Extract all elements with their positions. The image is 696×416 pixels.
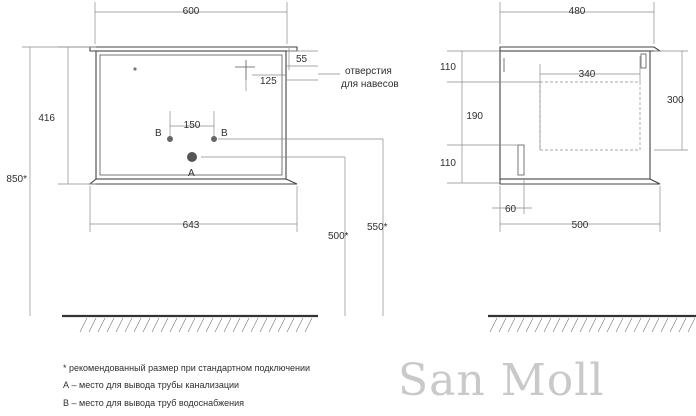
floor-hatch-line	[498, 317, 507, 333]
floor-hatch-line	[142, 317, 151, 333]
floor-hatch-side	[489, 317, 696, 333]
water-pipe-hole-left	[167, 136, 173, 142]
side-view: 480 340 110 190 110 300	[440, 2, 696, 333]
floor-hatch-line	[268, 317, 277, 333]
floor-hatch-line	[196, 317, 205, 333]
dim-front-height-total: 850*	[6, 174, 27, 185]
floor-hatch-line	[277, 317, 286, 333]
floor-hatch-line	[241, 317, 250, 333]
label-a: A	[188, 168, 195, 179]
dim-side-inner-340: 340	[579, 69, 596, 80]
note-drain-pipe: А – место для вывода трубы канализации	[63, 380, 239, 390]
floor-hatch-line	[88, 317, 97, 333]
label-b-left: B	[155, 128, 162, 139]
dim-front-height-body: 416	[38, 113, 55, 124]
floor-hatch-line	[169, 317, 178, 333]
mount-dot	[133, 67, 137, 71]
floor-hatch-line	[205, 317, 214, 333]
notes: * рекомендованный размер при стандартном…	[63, 363, 310, 408]
floor-hatch-line	[97, 317, 106, 333]
floor-hatch-line	[534, 317, 543, 333]
floor-hatch-line	[232, 317, 241, 333]
floor-hatch-line	[489, 317, 498, 333]
floor-hatch-line	[525, 317, 534, 333]
floor-hatch-line	[516, 317, 525, 333]
floor-hatch-line	[115, 317, 124, 333]
label-b-right: B	[221, 128, 228, 139]
floor-hatch-line	[633, 317, 642, 333]
floor-hatch-line	[286, 317, 295, 333]
brand-logo: San Moll	[398, 355, 604, 406]
dim-side-110-top: 110	[440, 62, 456, 73]
dim-side-110-bottom: 110	[440, 158, 456, 169]
floor-hatch-line	[79, 317, 88, 333]
drain-pipe-hole	[187, 152, 197, 162]
dim-side-depth-bottom: 500	[572, 220, 589, 231]
floor-hatch-line	[259, 317, 268, 333]
dim-side-300: 300	[667, 95, 684, 106]
floor-hatch-line	[624, 317, 633, 333]
floor-hatch-line	[579, 317, 588, 333]
floor-hatch-line	[507, 317, 516, 333]
dim-front-width-bottom: 643	[183, 220, 200, 231]
floor-hatch-line	[295, 317, 304, 333]
floor-hatch-line	[187, 317, 196, 333]
dim-side-depth-top: 480	[569, 6, 586, 17]
note-water-pipes: В – место для вывода труб водоснабжения	[63, 398, 244, 408]
floor-hatch-line	[250, 317, 259, 333]
floor-hatch-line	[543, 317, 552, 333]
floor-hatch-line	[552, 317, 561, 333]
dim-front-depth-55: 55	[296, 54, 308, 65]
floor-hatch-line	[651, 317, 660, 333]
floor-hatch-line	[160, 317, 169, 333]
dim-front-floor-550: 550*	[367, 222, 388, 233]
floor-hatch-front	[79, 317, 313, 333]
floor-hatch-line	[570, 317, 579, 333]
floor-hatch-line	[660, 317, 669, 333]
floor-hatch-line	[124, 317, 133, 333]
floor-hatch-line	[606, 317, 615, 333]
floor-hatch-line	[106, 317, 115, 333]
dim-front-floor-500: 500*	[328, 231, 349, 242]
front-view: 600 416 850* 55 125 отверс	[6, 2, 399, 333]
floor-hatch-line	[588, 317, 597, 333]
floor-hatch-line	[687, 317, 696, 333]
floor-hatch-line	[223, 317, 232, 333]
floor-hatch-line	[597, 317, 606, 333]
water-pipe-hole-right	[211, 136, 217, 142]
dim-front-width-top: 600	[183, 6, 200, 17]
callout-hanging-holes-line1: отверстия для навесов	[341, 66, 399, 90]
floor-hatch-line	[615, 317, 624, 333]
floor-hatch-line	[561, 317, 570, 333]
floor-hatch-line	[642, 317, 651, 333]
floor-hatch-line	[178, 317, 187, 333]
floor-hatch-line	[669, 317, 678, 333]
floor-hatch-line	[133, 317, 142, 333]
floor-hatch-line	[214, 317, 223, 333]
floor-hatch-line	[304, 317, 313, 333]
floor-hatch-line	[151, 317, 160, 333]
dim-side-190: 190	[466, 111, 483, 122]
dim-front-offset-125: 125	[260, 76, 277, 87]
dim-side-60: 60	[505, 204, 517, 215]
note-recommended-size: * рекомендованный размер при стандартном…	[63, 363, 310, 373]
dim-front-spacing-150: 150	[184, 120, 201, 131]
floor-hatch-line	[678, 317, 687, 333]
